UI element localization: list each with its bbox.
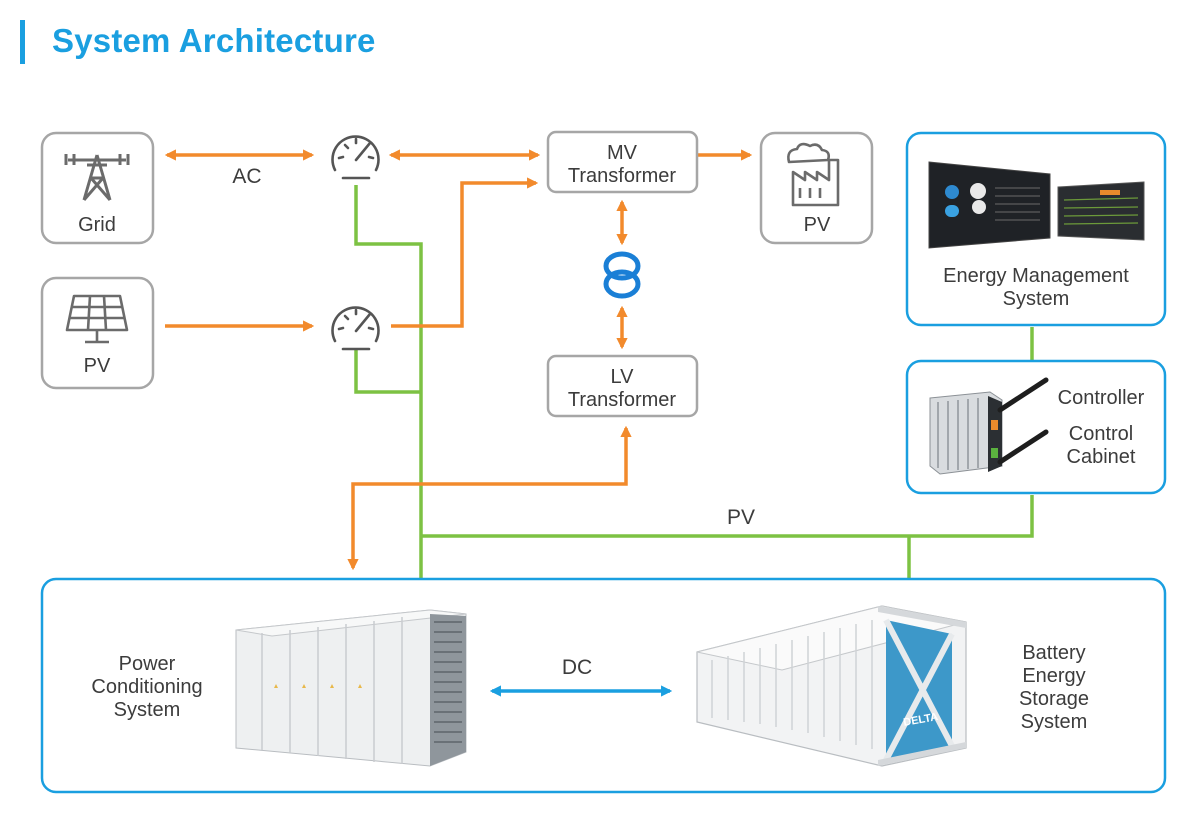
bess-label-line1: Battery [1022, 642, 1085, 664]
transmission-tower-icon [64, 154, 130, 201]
lv-transformer-node: LV Transformer [546, 354, 699, 418]
meter-gauge-icon [331, 306, 380, 351]
controller-device-image [929, 377, 1049, 475]
ac-lines [164, 149, 753, 571]
bess-label-line4: System [1021, 711, 1088, 733]
dc-label: DC [562, 656, 592, 679]
pv-load-label: PV [804, 214, 831, 236]
solar-panel-icon [65, 294, 129, 344]
control-cabinet-label-line2: Cabinet [1067, 446, 1136, 468]
lv-transformer-label-line1: LV [611, 366, 635, 388]
control-cabinet-label-line1: Control [1069, 423, 1133, 445]
title-accent-bar [20, 20, 25, 64]
ems-node: Energy Management System [905, 131, 1167, 327]
pcs-label-line2: Conditioning [91, 676, 202, 698]
transformer-coils-icon [603, 251, 641, 299]
dashboard-screens-image [928, 161, 1145, 249]
ems-label-line1: Energy Management [943, 265, 1129, 287]
mv-transformer-label-line1: MV [607, 142, 638, 164]
pv-source-label: PV [84, 355, 111, 377]
page-title: System Architecture [52, 22, 376, 59]
ac-arrow-lv-pcs [347, 425, 632, 571]
factory-icon [787, 142, 840, 207]
control-cabinet-node: Controller Control Cabinet [905, 359, 1167, 495]
battery-container-image: DELTA [696, 605, 967, 767]
pv-line-meter-top [354, 185, 423, 578]
pv-source-node: PV [40, 276, 155, 390]
bess-label-line3: Storage [1019, 688, 1089, 710]
grid-label: Grid [78, 214, 116, 236]
meter-gauge-icon [331, 135, 380, 180]
pcs-cabinet-image [235, 609, 467, 767]
grid-node: Grid [40, 131, 155, 245]
mv-transformer-label-line2: Transformer [568, 165, 677, 187]
ac-label: AC [232, 165, 261, 188]
bess-label-line2: Energy [1022, 665, 1085, 687]
controller-label: Controller [1058, 387, 1145, 409]
mv-transformer-node: MV Transformer [546, 130, 699, 194]
pv-bus-label: PV [727, 506, 755, 529]
ac-arrow-meter-mv-low [391, 177, 539, 328]
pv-line-meter-bottom [354, 350, 421, 394]
ems-label-line2: System [1003, 288, 1070, 310]
pv-load-node: PV [759, 131, 874, 245]
pcs-label-line1: Power [119, 653, 176, 675]
lv-transformer-label-line2: Transformer [568, 389, 677, 411]
storage-container: Power Conditioning System DC DELTA Batte… [40, 577, 1167, 794]
pcs-label-line3: System [114, 699, 181, 721]
